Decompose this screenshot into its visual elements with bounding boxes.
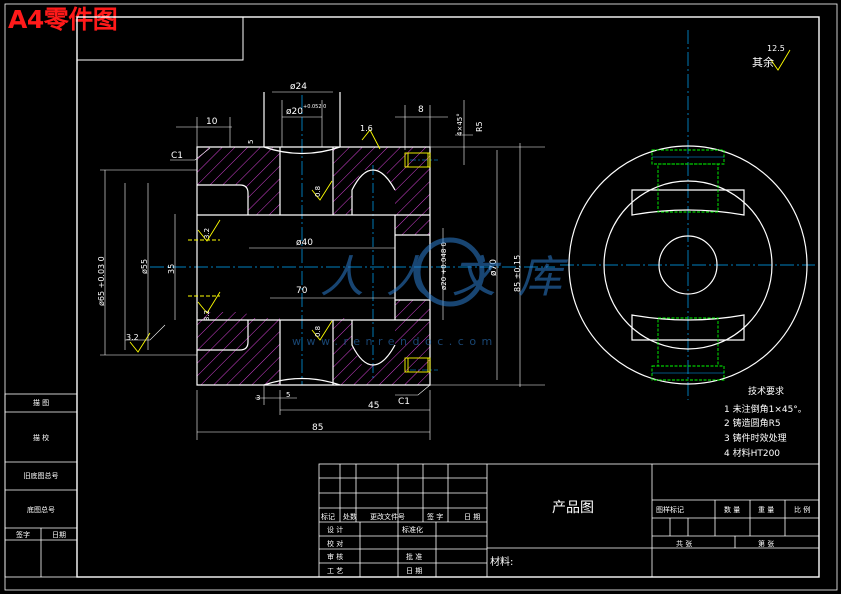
section-view xyxy=(100,49,791,440)
dim-rough-3-2-a: 3.2 xyxy=(203,228,211,239)
dim-3: 3 xyxy=(256,394,260,402)
right-header-scale: 比 例 xyxy=(794,505,810,514)
left-row-design: 设 计 xyxy=(327,525,343,534)
dim-rough-3-2-c: 3.2 xyxy=(126,333,139,342)
change-row-sign: 签 字 xyxy=(427,512,443,521)
side-row-1: 描 图 xyxy=(33,398,49,407)
watermark-logo-icon xyxy=(415,237,485,307)
right-header-mark: 图样标记 xyxy=(656,505,684,514)
watermark-url: www.renrendoc.com xyxy=(292,335,498,348)
title-product-label: 产品图 xyxy=(552,500,594,516)
dim-rough-3-2-b: 3.2 xyxy=(203,310,211,321)
dim-4x45: 4×45° xyxy=(456,113,464,136)
sheet-total: 共 张 xyxy=(676,539,692,548)
right-header-qty: 数 量 xyxy=(724,505,740,514)
side-row-4: 底图总号 xyxy=(27,505,55,514)
tech-req-item-1: 1 未注倒角1×45°。 xyxy=(724,403,807,415)
dim-70: 70 xyxy=(296,286,308,296)
dim-d40: ø40 xyxy=(296,238,313,248)
dim-8: 8 xyxy=(418,105,424,115)
side-block xyxy=(4,393,78,578)
dim-d65: ø65 +0.03 0 xyxy=(97,256,106,306)
side-footer-date: 日期 xyxy=(52,531,66,539)
change-row-date: 日 期 xyxy=(464,513,480,521)
dim-c1-b: C1 xyxy=(398,397,410,407)
tech-req-item-4: 4 材料HT200 xyxy=(724,447,780,459)
watermark: 人人文库 www.renrendoc.com xyxy=(292,237,584,348)
dim-r5: R5 xyxy=(475,121,484,132)
left-row-approve: 批 准 xyxy=(406,552,422,561)
tech-req-item-2: 2 铸造圆角R5 xyxy=(724,417,781,429)
watermark-brand: 人人文库 xyxy=(320,252,584,303)
change-row-mark: 标记 xyxy=(321,512,335,521)
dim-rough-0-8-a: 0.8 xyxy=(314,186,322,197)
top-left-block xyxy=(77,17,244,61)
other-finish-value: 12.5 xyxy=(767,44,785,53)
dim-c1: C1 xyxy=(171,151,183,161)
left-row-process: 工 艺 xyxy=(327,567,343,575)
side-row-2: 描 校 xyxy=(33,433,49,442)
left-row-standard: 标准化 xyxy=(402,525,423,534)
dim-35: 35 xyxy=(167,264,176,274)
change-row-count: 处数 xyxy=(343,512,357,521)
end-view xyxy=(560,30,815,400)
right-header-weight: 重 量 xyxy=(758,506,774,514)
dim-5-b: 5 xyxy=(286,391,290,399)
outer-frame xyxy=(4,3,838,591)
title-block xyxy=(318,463,820,578)
dim-d55: ø55 xyxy=(140,259,149,274)
side-footer-sign: 签字 xyxy=(16,530,30,539)
dim-45: 45 xyxy=(368,401,379,411)
dim-d70-r: ø70 xyxy=(489,259,499,276)
dim-tol-20: +0.052 0 xyxy=(303,104,326,110)
left-row-check: 校 对 xyxy=(327,539,343,548)
tech-req-title: 技术要求 xyxy=(748,385,784,397)
dim-10: 10 xyxy=(206,117,218,127)
other-finish-label: 其余 xyxy=(752,55,774,69)
dim-d20-b: ø20 +0.048 0 xyxy=(440,242,448,290)
section-hatch-lower xyxy=(197,300,430,385)
dim-85: 85 xyxy=(312,423,323,433)
dim-rough-0-8-b: 0.8 xyxy=(314,326,322,337)
left-row-date: 日 期 xyxy=(406,567,422,575)
title-material-label: 材料: xyxy=(490,555,513,568)
dim-d20: ø20 xyxy=(286,107,303,117)
sheet-current: 第 张 xyxy=(758,539,774,548)
dim-5: 5 xyxy=(247,140,255,144)
dim-85-tol: 85 ±0.15 xyxy=(513,255,522,292)
section-hatch-upper xyxy=(197,147,430,235)
left-row-review: 审 核 xyxy=(327,552,343,561)
page-label: A4零件图 xyxy=(8,5,118,34)
tech-req-item-3: 3 铸件时效处理 xyxy=(724,432,787,444)
dim-rough-1-6: 1.6 xyxy=(360,124,373,133)
side-row-3: 旧底图总号 xyxy=(24,471,59,480)
dim-d24: ø24 xyxy=(290,82,307,92)
change-row-doc: 更改文件号 xyxy=(370,512,405,521)
